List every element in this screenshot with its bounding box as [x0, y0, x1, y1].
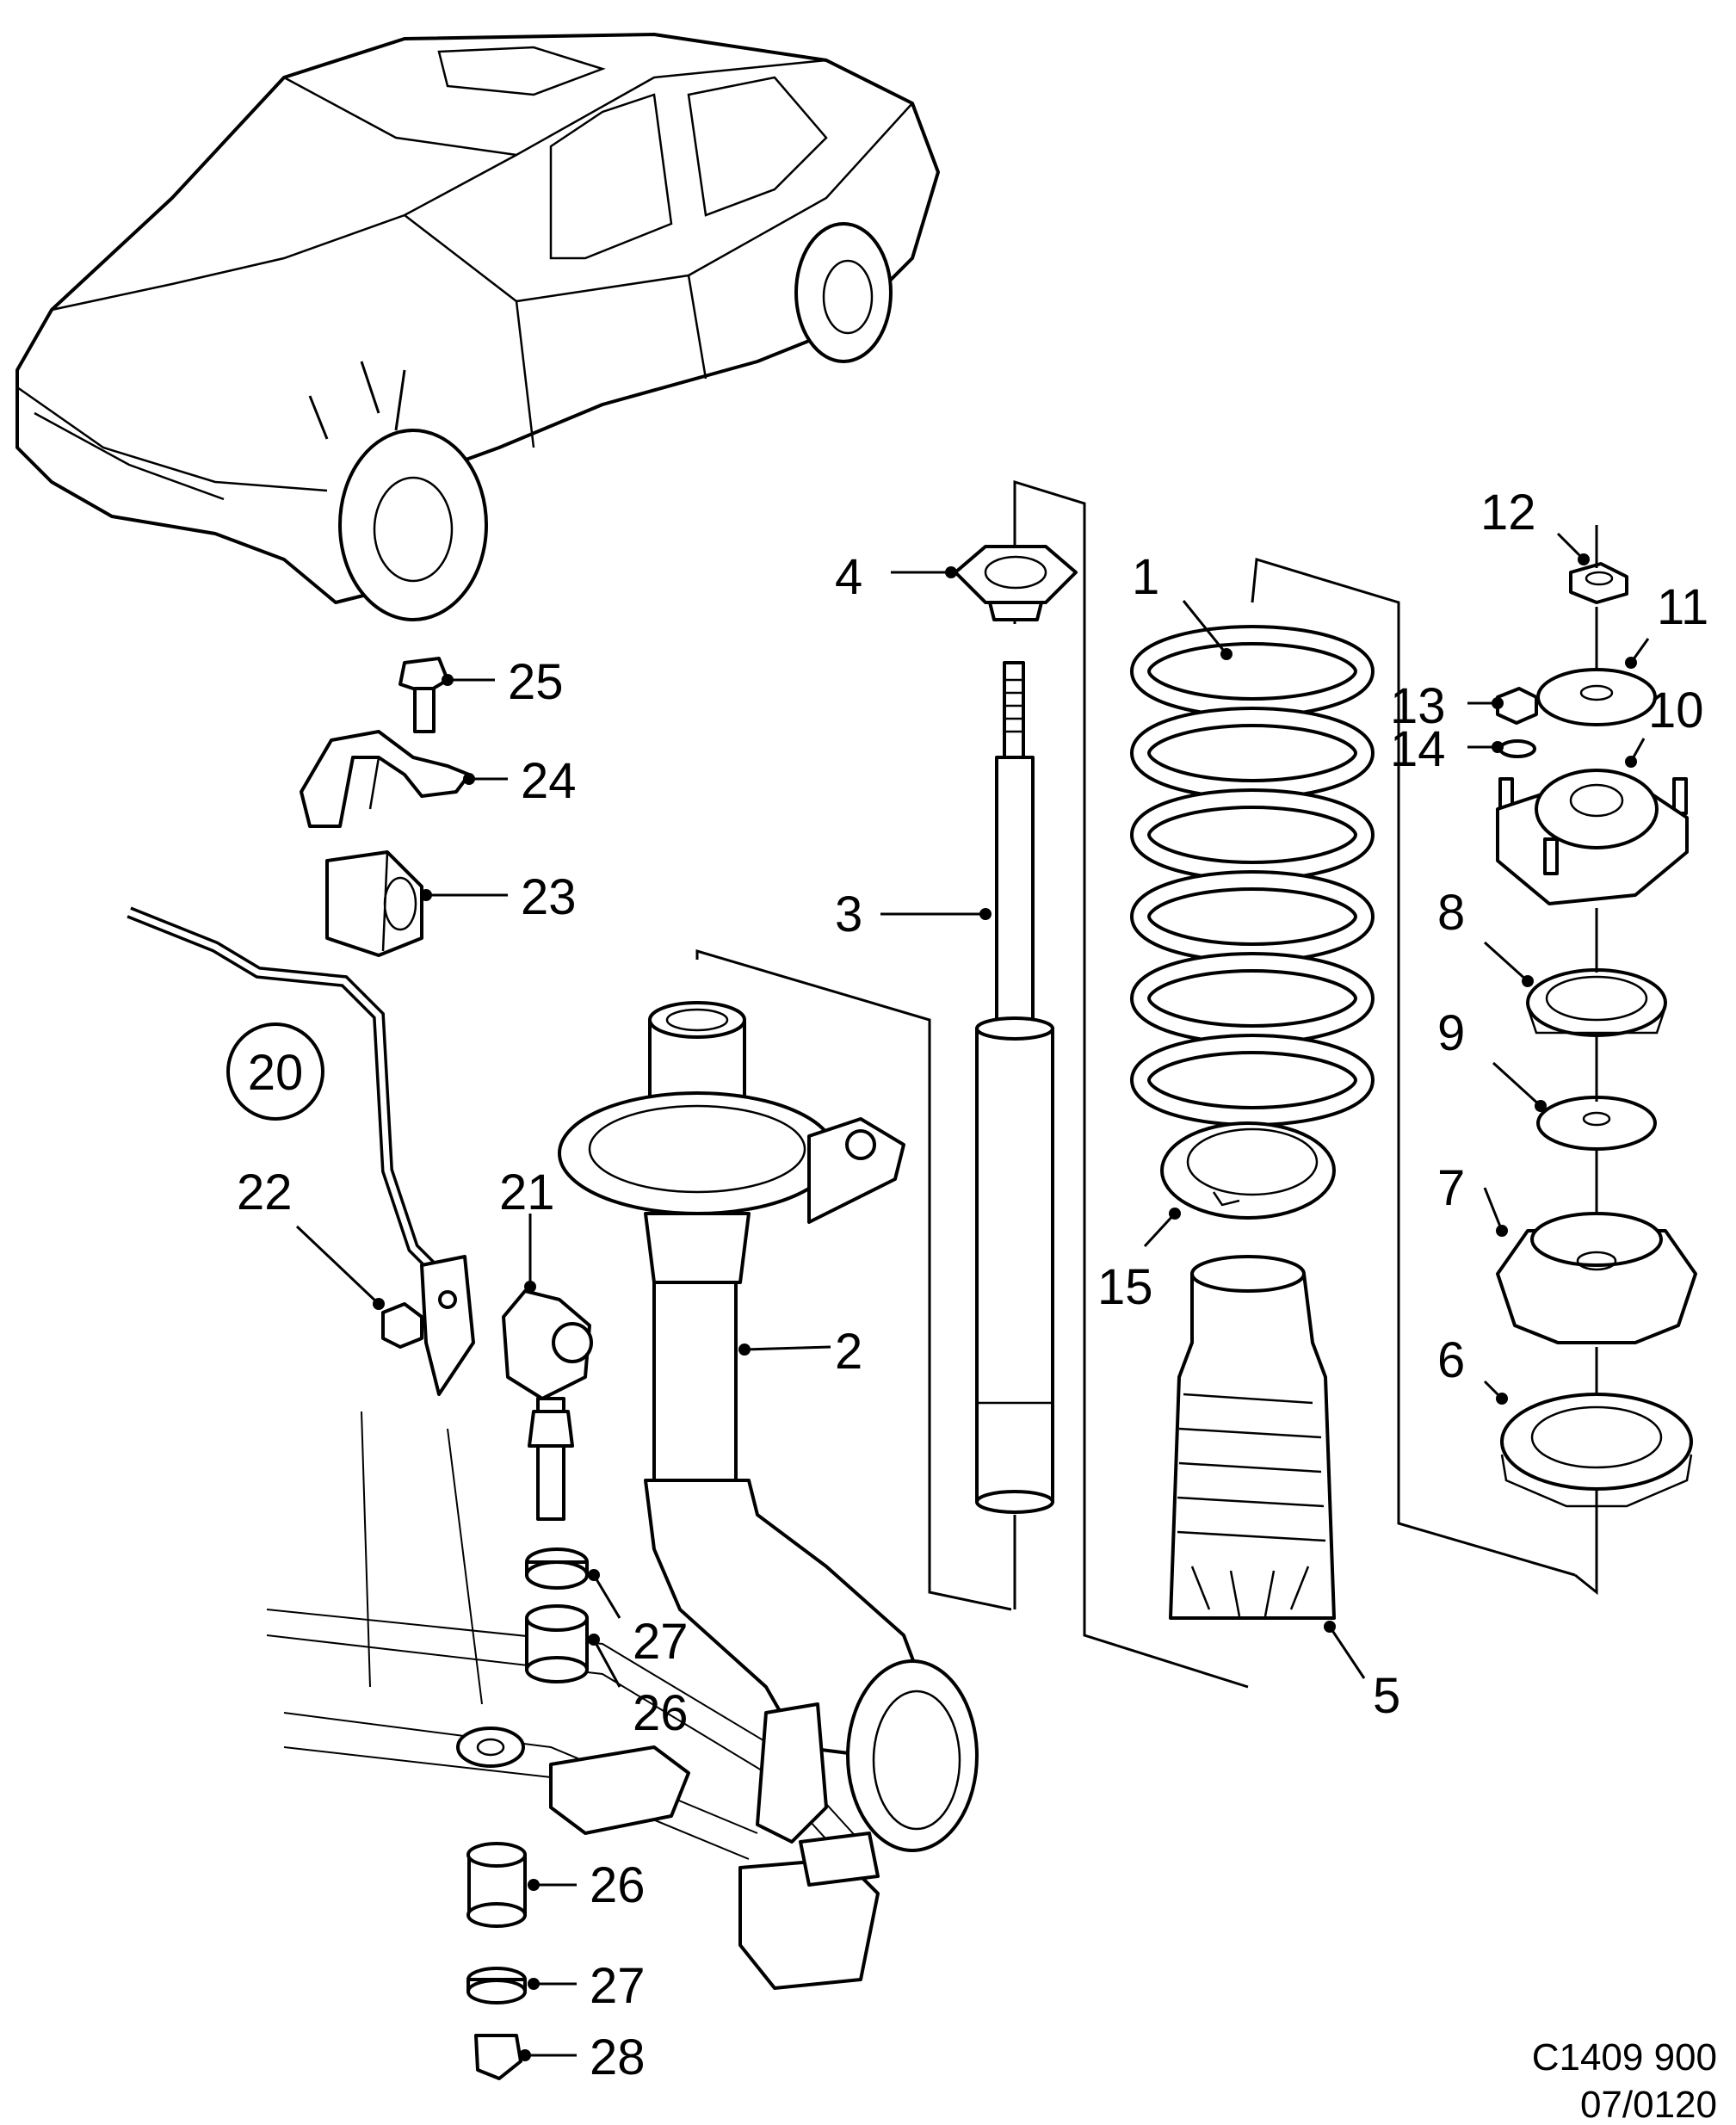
- bracket-spring: [1251, 558, 1576, 1577]
- subframe: [266, 1411, 880, 1990]
- nut-22: [381, 1302, 423, 1349]
- callout-13: 13: [1390, 678, 1446, 734]
- callout-11: 11: [1657, 579, 1708, 635]
- stabilizer-link-21: [502, 1289, 593, 1521]
- drawing-number: C1409 900: [1532, 2036, 1717, 2079]
- spring-coil: [1134, 1037, 1371, 1123]
- spring-coil: [1134, 874, 1371, 960]
- callout-14: 14: [1390, 721, 1446, 777]
- washer-9: [1536, 1096, 1657, 1151]
- spring-coil: [1134, 628, 1371, 714]
- washer-27-lower: [466, 1967, 527, 2005]
- callout-5: 5: [1373, 1668, 1400, 1724]
- callout-28: 28: [590, 2029, 646, 2085]
- nut-28: [474, 2034, 522, 2080]
- callout-4: 4: [835, 549, 862, 605]
- shock-absorber-3: [975, 661, 1054, 1514]
- callout-27-lower: 27: [590, 1958, 646, 2014]
- car-illustration: [15, 33, 940, 621]
- callout-10: 10: [1648, 683, 1704, 738]
- callout-2: 2: [835, 1324, 862, 1380]
- stabilizer-bar: [127, 906, 475, 1396]
- callout-21: 21: [499, 1164, 555, 1220]
- callout-12: 12: [1480, 485, 1536, 541]
- spring-coil: [1134, 710, 1371, 796]
- callout-1: 1: [1132, 549, 1159, 605]
- strut-housing-2: [558, 1001, 979, 1887]
- callout-15: 15: [1097, 1259, 1153, 1315]
- callout-8: 8: [1437, 885, 1465, 941]
- nut-13: [1496, 687, 1538, 725]
- callout-3: 3: [835, 886, 862, 942]
- spring-coil: [1134, 955, 1371, 1041]
- bushing-26-lower: [466, 1842, 527, 1928]
- callout-24: 24: [521, 753, 577, 809]
- bolt-25: [398, 657, 449, 733]
- callout-9: 9: [1437, 1005, 1465, 1061]
- spring-upper-seat-7: [1496, 1212, 1697, 1344]
- nut-12: [1569, 562, 1628, 604]
- rubber-bushing-23: [325, 850, 423, 957]
- bracket-shock: [1013, 479, 1249, 1689]
- callout-20: 20: [248, 1045, 304, 1101]
- bearing-8: [1526, 968, 1667, 1037]
- coil-spring-1: [1130, 625, 1375, 1127]
- callout-20-circle: 20: [226, 1022, 324, 1121]
- washer-14: [1498, 739, 1536, 758]
- callout-22: 22: [237, 1164, 293, 1220]
- spring-coil: [1134, 792, 1371, 878]
- bracket-top-mount: [1574, 525, 1598, 1596]
- dust-cap-4: [954, 545, 1078, 621]
- callout-26-upper: 26: [633, 1685, 689, 1741]
- bump-stop-boot-5: [1169, 1255, 1336, 1620]
- callout-23: 23: [521, 869, 577, 925]
- drawing-date: 07/0120: [1580, 2084, 1717, 2125]
- bushing-26-upper: [525, 1604, 589, 1683]
- callout-7: 7: [1437, 1160, 1465, 1216]
- callout-25: 25: [508, 654, 564, 710]
- washer-11: [1536, 668, 1657, 726]
- top-mount-10: [1496, 769, 1689, 905]
- spring-seat-15: [1160, 1121, 1336, 1220]
- leader-lines: [295, 532, 1650, 2057]
- callout-26-lower: 26: [590, 1857, 646, 1913]
- callout-6: 6: [1437, 1332, 1465, 1388]
- clamp-bracket-24: [300, 730, 471, 828]
- callout-27-upper: 27: [633, 1614, 689, 1670]
- leader-dots: [373, 553, 1637, 2061]
- bracket-strut: [695, 948, 1012, 1611]
- washer-27-upper: [525, 1547, 589, 1590]
